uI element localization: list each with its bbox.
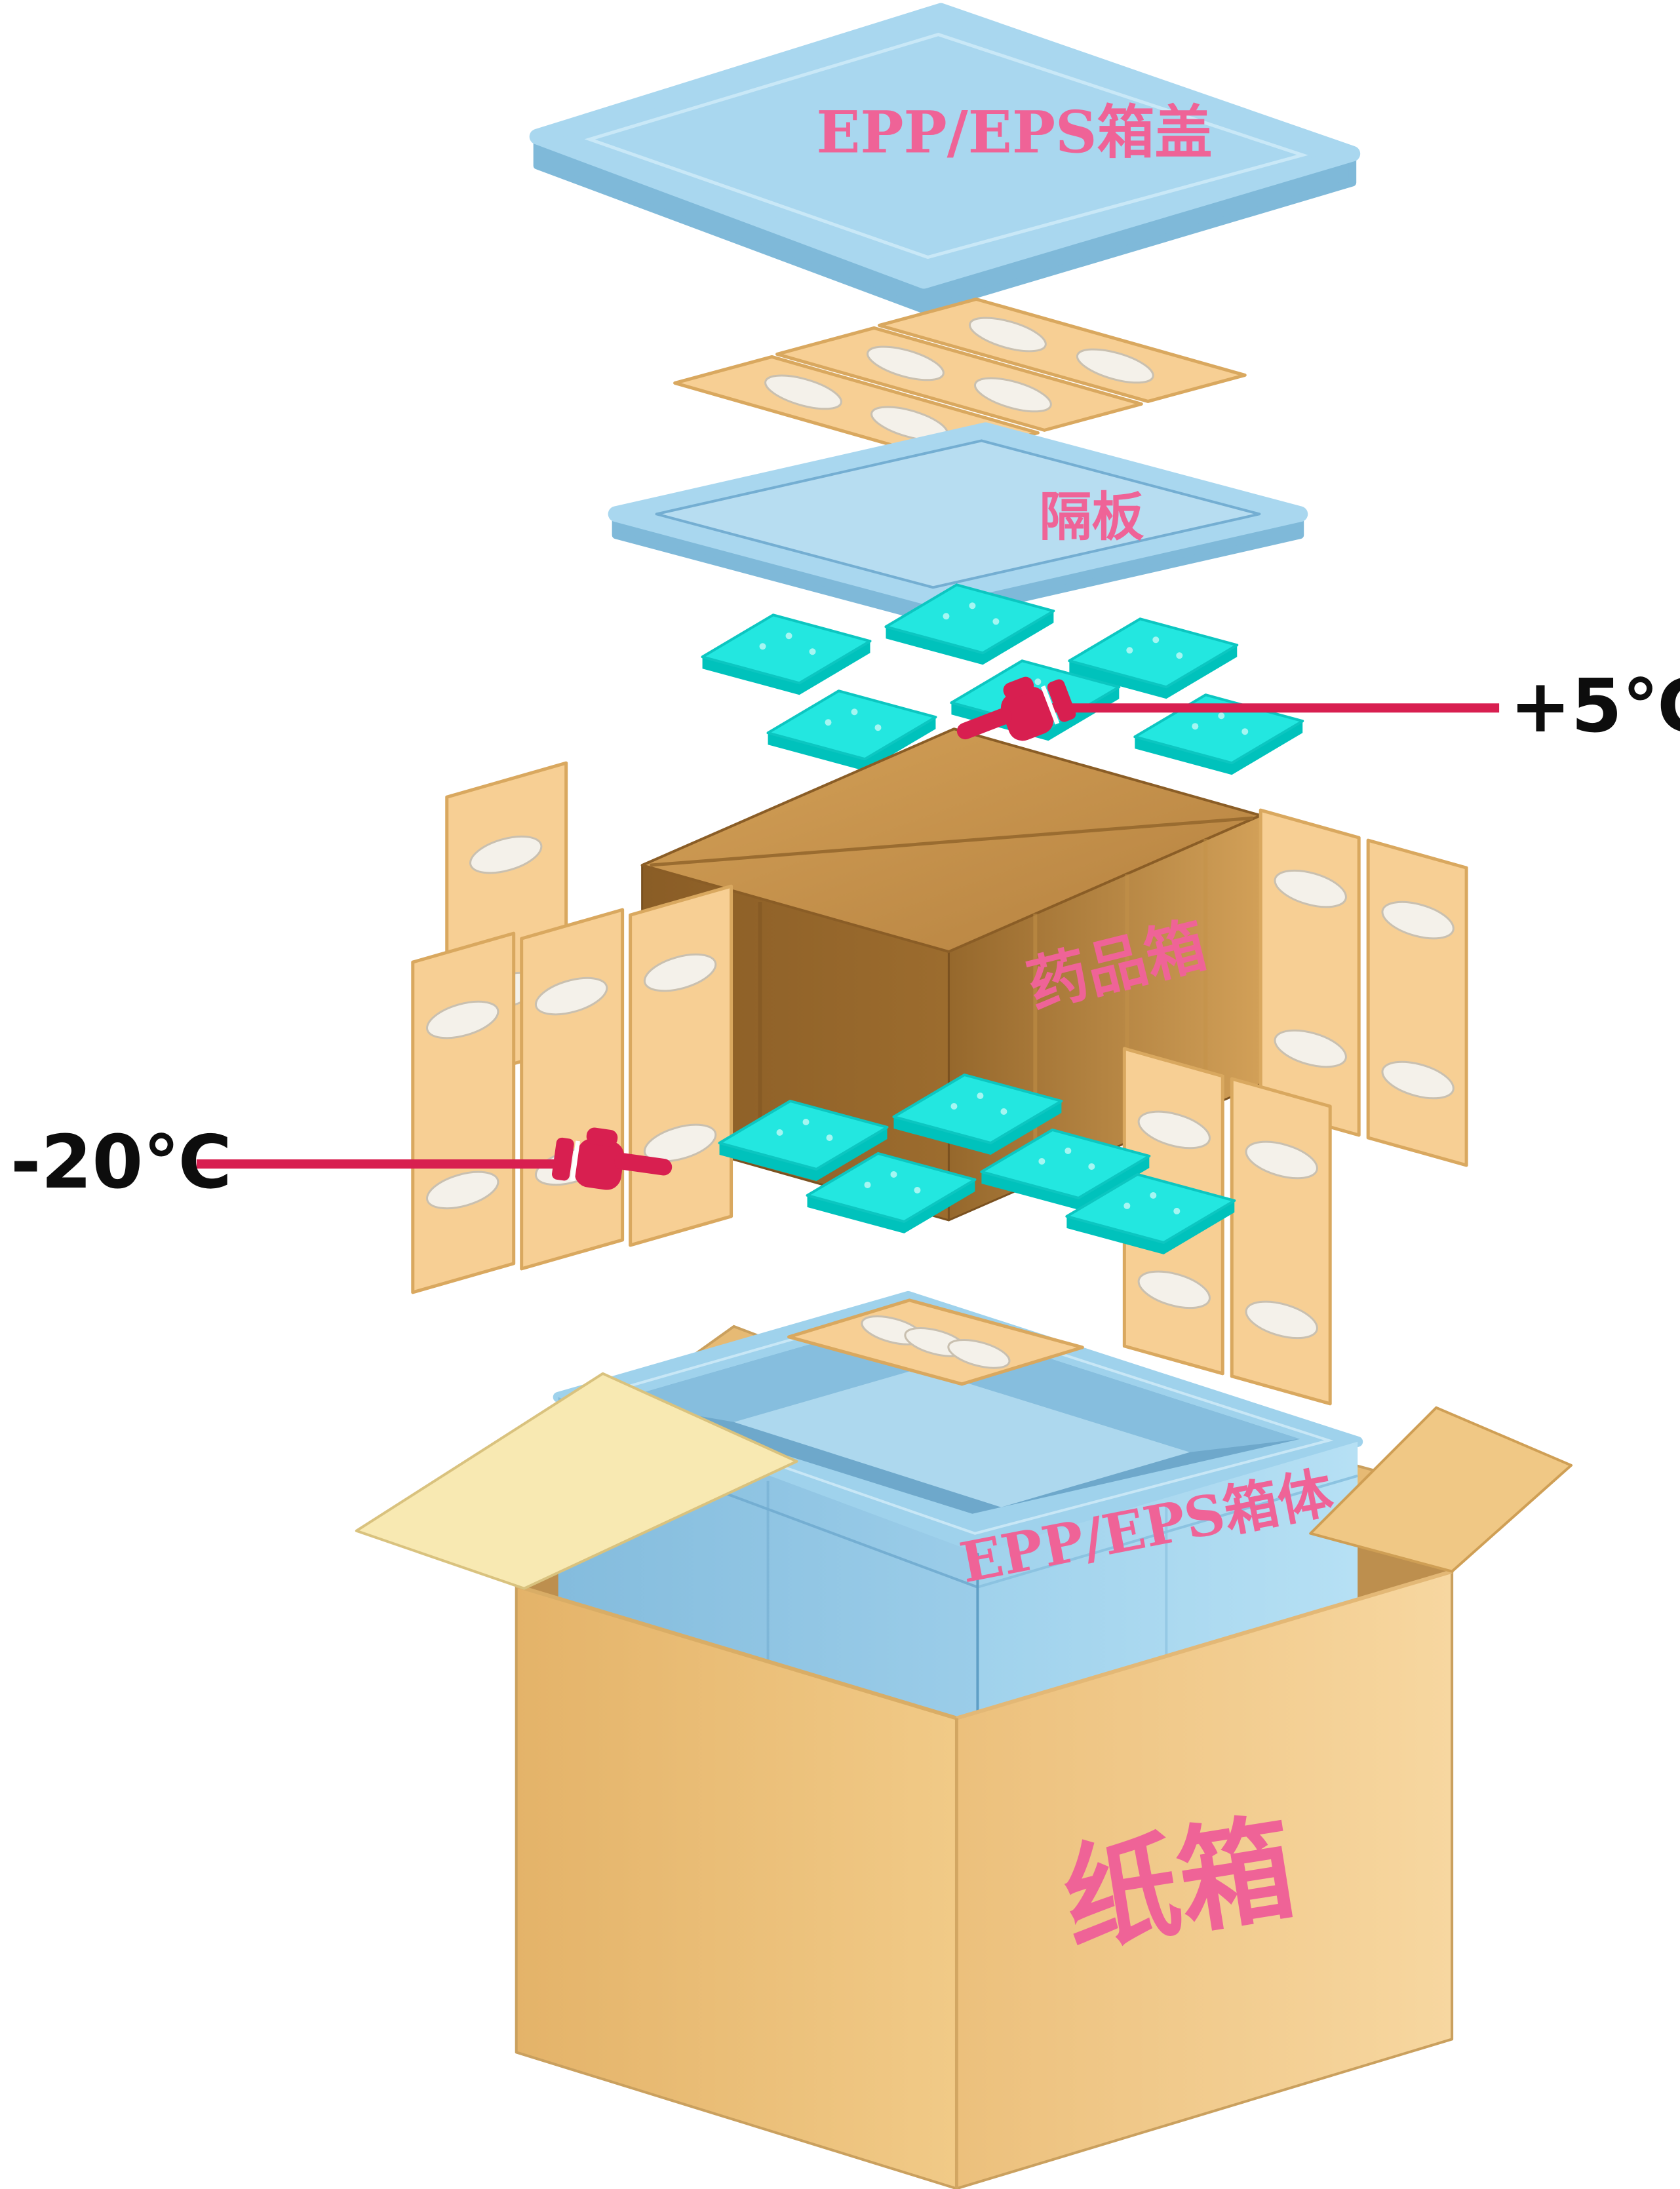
cold-panel	[1230, 1077, 1332, 1406]
box-floor	[733, 1368, 1190, 1507]
divider-recess	[655, 439, 1261, 589]
ice-pack-edge	[886, 611, 1054, 665]
ice-pack	[806, 1152, 977, 1223]
ice-pack	[701, 613, 872, 685]
medicine-box-seam	[650, 816, 1253, 867]
box-inner-walls	[613, 1314, 1300, 1452]
temp-label-minus20: -20℃	[10, 1120, 232, 1205]
ice-pack-edge	[702, 641, 870, 695]
ice-pack-edge	[893, 1100, 1062, 1155]
cold-panel	[520, 908, 625, 1271]
ice-pack-edge	[981, 1155, 1150, 1210]
ice-pack-edge	[1135, 721, 1303, 775]
epp-box-body: EPP/EPS箱体	[553, 1290, 1363, 1756]
ice-packs-bottom	[718, 1074, 1236, 1254]
ice-pack-edge	[768, 717, 936, 771]
lid-top-face	[529, 3, 1361, 289]
ice-pack-edge	[719, 1127, 888, 1181]
carton: 纸箱	[355, 1372, 1573, 2189]
lid-inner-ridge	[584, 33, 1308, 260]
ice-pack	[1065, 1172, 1236, 1244]
ice-pack	[718, 1099, 889, 1171]
epp-lid: EPP/EPS箱盖	[529, 3, 1361, 314]
carton-flap-left	[355, 1372, 798, 1590]
divider-tray: 隔板	[608, 422, 1308, 623]
ice-pack-edge	[1069, 645, 1238, 699]
ice-pack	[892, 1074, 1063, 1144]
cold-panel	[1259, 808, 1361, 1137]
cold-panel	[629, 884, 733, 1247]
carton-flap-right	[1309, 1406, 1573, 1573]
ice-pack	[980, 1128, 1151, 1199]
cold-panels-left	[411, 761, 733, 1294]
pointer-plus5: +5℃	[947, 664, 1680, 763]
ice-pack	[884, 583, 1055, 655]
carton-rim-edge	[515, 1583, 958, 1720]
divider-label: 隔板	[1039, 486, 1144, 547]
ice-pack-edge	[1066, 1200, 1235, 1254]
perforated-panel-top	[673, 297, 1247, 461]
temp-label-plus5: +5℃	[1510, 664, 1680, 749]
ice-pack	[1068, 617, 1239, 689]
pointer-minus20: -20℃	[10, 1120, 676, 1205]
perforated-panel-bottom	[787, 1298, 1084, 1386]
lid-label: EPP/EPS箱盖	[816, 98, 1212, 166]
ice-pack	[766, 689, 937, 761]
cold-panel	[1366, 838, 1468, 1167]
carton-rim-edge	[956, 1569, 1453, 1720]
ice-pack-edge	[807, 1179, 975, 1233]
cold-panel	[411, 931, 516, 1294]
vent-holes	[764, 317, 1154, 442]
